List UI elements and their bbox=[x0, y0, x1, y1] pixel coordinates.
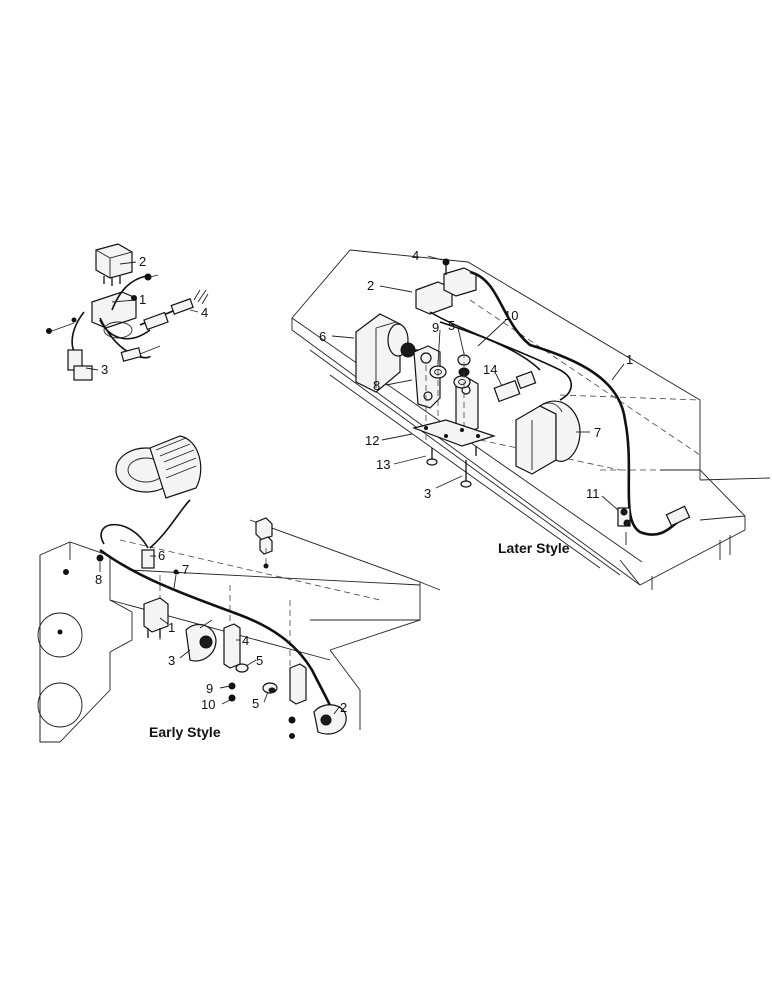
early-callout-4: 4 bbox=[242, 633, 249, 648]
later-callout-2: 2 bbox=[367, 278, 374, 293]
later-style-label: Later Style bbox=[498, 540, 570, 556]
later-callout-5: 5 bbox=[448, 318, 455, 333]
inset-callout-4: 4 bbox=[201, 305, 208, 320]
early-callout-5b: 5 bbox=[252, 696, 259, 711]
later-callout-8: 8 bbox=[373, 378, 380, 393]
early-callout-2: 2 bbox=[340, 700, 347, 715]
later-callout-10: 10 bbox=[504, 308, 518, 323]
later-callout-13: 13 bbox=[376, 457, 390, 472]
later-style-assembly: 4 2 6 9 5 10 1 8 14 7 12 13 3 11 Later S… bbox=[291, 248, 771, 590]
later-callout-4: 4 bbox=[412, 248, 419, 263]
later-callout-11: 11 bbox=[586, 486, 600, 501]
inset-callout-3: 3 bbox=[101, 362, 108, 377]
inset-callout-1: 1 bbox=[139, 292, 146, 307]
later-callout-7: 7 bbox=[594, 425, 601, 440]
early-callout-8: 8 bbox=[95, 572, 102, 587]
later-callout-3: 3 bbox=[424, 486, 431, 501]
inset-callout-2: 2 bbox=[139, 254, 146, 269]
early-style-assembly: 8 6 7 1 4 3 5 9 10 5 2 Early Style bbox=[37, 435, 441, 743]
early-callout-5: 5 bbox=[256, 653, 263, 668]
early-callout-6: 6 bbox=[158, 548, 165, 563]
early-callout-3: 3 bbox=[168, 653, 175, 668]
early-callout-7: 7 bbox=[182, 562, 189, 577]
inset-wiring-detail: 2 1 4 3 bbox=[46, 243, 209, 381]
later-callout-12: 12 bbox=[365, 433, 379, 448]
later-callout-1: 1 bbox=[626, 352, 633, 367]
later-callout-14: 14 bbox=[483, 362, 497, 377]
early-callout-9: 9 bbox=[206, 681, 213, 696]
early-callout-1: 1 bbox=[168, 620, 175, 635]
later-callout-9: 9 bbox=[432, 320, 439, 335]
early-style-label: Early Style bbox=[149, 724, 221, 740]
later-callout-6: 6 bbox=[319, 329, 326, 344]
early-callout-10: 10 bbox=[201, 697, 215, 712]
